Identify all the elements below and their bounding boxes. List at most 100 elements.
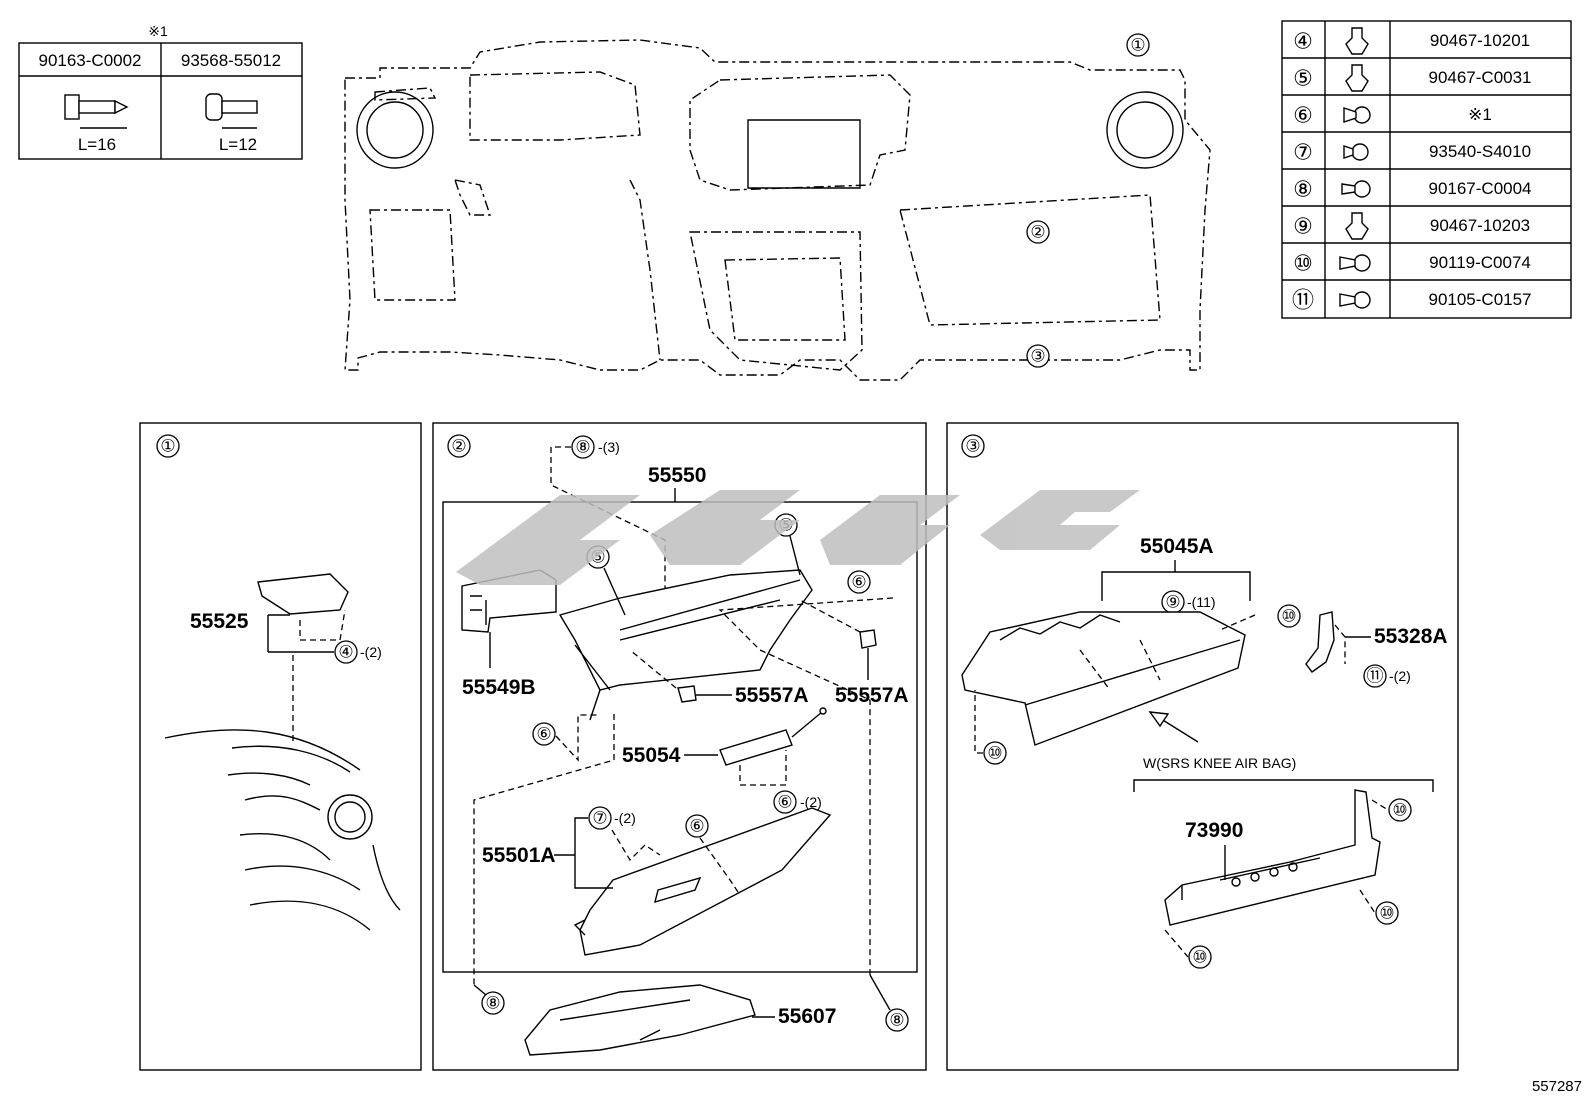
svg-text:⑨: ⑨ (1165, 593, 1180, 612)
callout-9: ⑨ -(11) (1161, 590, 1216, 614)
svg-text:⑩: ⑩ (1379, 904, 1394, 923)
part-55557A-left: 55557A (735, 684, 809, 707)
svg-text:-(3): -(3) (598, 439, 620, 455)
screw-icon (1343, 106, 1371, 124)
fastener-part-8: 90167-C0004 (1428, 179, 1531, 198)
fastener-ref-6: ⑥ (1293, 103, 1313, 128)
clip-icon (1345, 27, 1369, 55)
fastener-part-6: ※1 (1468, 105, 1492, 124)
fastener-ref-5: ⑤ (1293, 66, 1313, 91)
screw-icon (1343, 143, 1369, 161)
svg-text:④: ④ (338, 643, 353, 662)
screw-table-note: ※1 (148, 23, 168, 39)
fastener-part-7: 93540-S4010 (1429, 142, 1531, 161)
svg-text:⑥: ⑥ (777, 793, 792, 812)
callout-6-lower: ⑥ (685, 814, 709, 838)
fastener-ref-11: ⑪ (1292, 288, 1314, 313)
panel-1-title: ① (156, 434, 180, 458)
callout-7: ⑦ -(2) (588, 806, 636, 830)
callout-6-left: ⑥ (532, 722, 556, 746)
drawing-number: 557287 (1532, 1078, 1582, 1095)
svg-text:⑩: ⑩ (1192, 948, 1207, 967)
callout-8-top: ⑧ -(3) (571, 435, 620, 459)
svg-text:⑧: ⑧ (485, 994, 500, 1013)
detail-panel-1: ① 55525 ④ -(2) (139, 422, 422, 1071)
flange-bolt-icon (64, 94, 129, 129)
svg-text:-(2): -(2) (360, 644, 382, 660)
fastener-ref-10: ⑩ (1293, 251, 1313, 276)
svg-text:⑧: ⑧ (575, 438, 590, 457)
part-55045A: 55045A (1140, 535, 1214, 558)
part-55328A: 55328A (1374, 625, 1448, 648)
fastener-part-11: 90105-C0157 (1428, 290, 1531, 309)
callout-10-d: ⑩ (1375, 901, 1399, 925)
callout-10-b: ⑩ (983, 741, 1007, 765)
svg-text:⑩: ⑩ (1392, 801, 1407, 820)
overview-callout-3: ③ (1026, 344, 1050, 368)
callout-10-a: ⑩ (1277, 604, 1301, 628)
callout-8-left: ⑧ (481, 991, 505, 1015)
fastener-ref-8: ⑧ (1293, 177, 1313, 202)
fastener-ref-9: ⑨ (1293, 214, 1313, 239)
bolt-icon (1339, 254, 1371, 272)
part-55549B: 55549B (462, 676, 536, 699)
svg-text:-(2): -(2) (1389, 668, 1411, 684)
callout-6-mid: ⑥ -(2) (773, 790, 822, 814)
svg-text:⑥: ⑥ (536, 725, 551, 744)
panel-3-title: ③ (961, 434, 985, 458)
svg-text:-(11): -(11) (1187, 594, 1216, 610)
fastener-part-10: 90119-C0074 (1429, 253, 1531, 272)
overview-callout-2: ② (1026, 220, 1050, 244)
clip-icon (1345, 212, 1369, 240)
svg-text:-(2): -(2) (614, 810, 636, 826)
svg-text:③: ③ (965, 437, 980, 456)
screw-part-1: 90163-C0002 (38, 51, 141, 70)
svg-text:⑪: ⑪ (1367, 667, 1384, 686)
fastener-part-4: 90467-10201 (1430, 31, 1530, 50)
svg-text:①: ① (1130, 36, 1145, 55)
svg-text:⑩: ⑩ (987, 744, 1002, 763)
svg-text:⑩: ⑩ (1281, 607, 1296, 626)
variant-label: W(SRS KNEE AIR BAG) (1143, 755, 1296, 771)
svg-text:②: ② (1030, 223, 1045, 242)
callout-11: ⑪ -(2) (1363, 664, 1411, 688)
svg-text:⑧: ⑧ (889, 1011, 904, 1030)
fastener-part-5: 90467-C0031 (1428, 68, 1531, 87)
overview-callout-1: ① (1126, 33, 1150, 57)
svg-text:⑥: ⑥ (689, 817, 704, 836)
svg-text:⑦: ⑦ (592, 809, 607, 828)
part-73990: 73990 (1185, 819, 1243, 842)
callout-10-e: ⑩ (1188, 945, 1212, 969)
bolt-icon (1339, 291, 1371, 309)
screw-length-1: L=16 (78, 135, 116, 154)
screw-part-2: 93568-55012 (181, 51, 281, 70)
washer-bolt-icon (205, 93, 258, 129)
part-55501A: 55501A (482, 844, 556, 867)
svg-text:②: ② (451, 437, 466, 456)
svg-text:⑥: ⑥ (851, 573, 866, 592)
svg-text:③: ③ (1030, 347, 1045, 366)
svg-text:-(2): -(2) (800, 794, 822, 810)
part-55550: 55550 (648, 464, 706, 487)
bolt-icon (1341, 180, 1371, 198)
watermark-logo (456, 490, 1140, 585)
clip-icon (1345, 64, 1369, 92)
svg-text:①: ① (160, 437, 175, 456)
part-55525: 55525 (190, 610, 249, 633)
callout-4: ④ -(2) (334, 640, 382, 664)
fastener-ref-7: ⑦ (1293, 140, 1313, 165)
panel-2-title: ② (447, 434, 471, 458)
part-55557A-right: 55557A (835, 684, 909, 707)
part-55054: 55054 (622, 744, 681, 767)
detail-panel-3: ③ 55045A ⑨ -(11) ⑩ ⑩ 55328A (946, 422, 1459, 1071)
fastener-table: ④ ⑤ ⑥ ⑦ ⑧ ⑨ ⑩ ⑪ 90467-10201 90467-C0031 … (1281, 20, 1572, 319)
callout-10-c: ⑩ (1388, 798, 1412, 822)
fastener-part-9: 90467-10203 (1430, 216, 1530, 235)
fastener-ref-4: ④ (1293, 29, 1313, 54)
part-55607: 55607 (778, 1005, 836, 1028)
detail-panel-2: ② ⑧ -(3) 55550 55549B ⑤ ⑤ (432, 422, 927, 1071)
callout-6-upper: ⑥ (847, 570, 871, 594)
direction-arrow (1148, 711, 1199, 743)
dashboard-overview: ① ② ③ (344, 33, 1211, 381)
